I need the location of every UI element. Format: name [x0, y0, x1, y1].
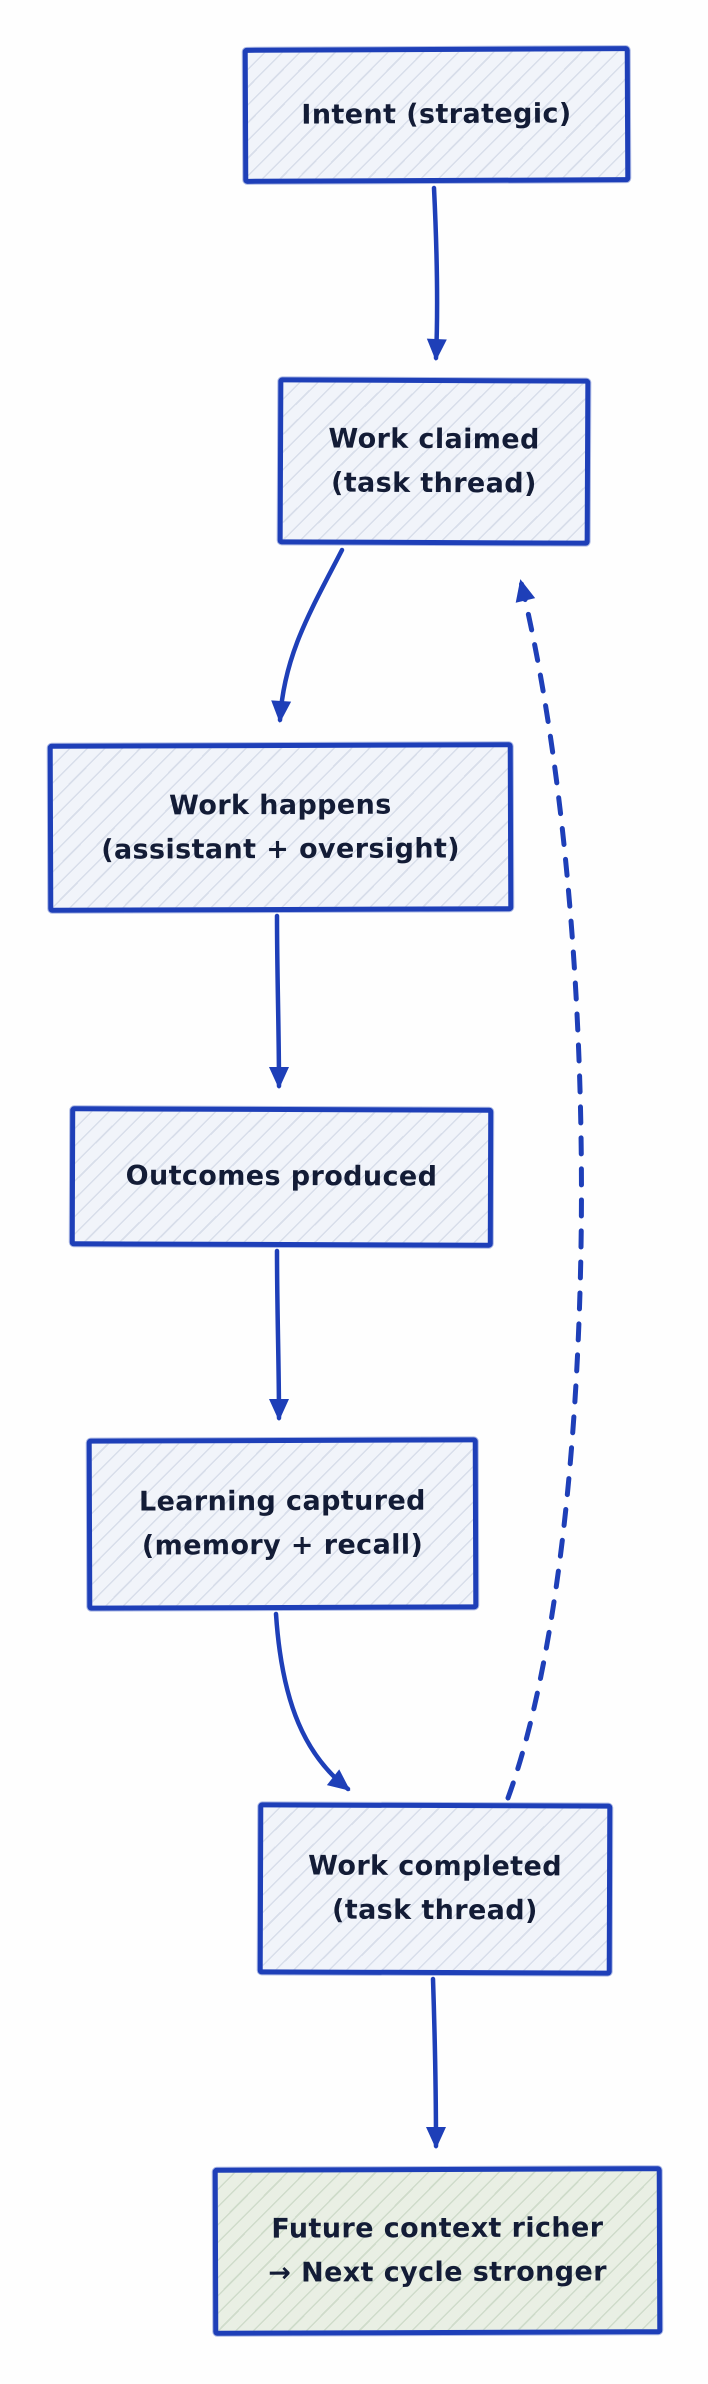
arrow-completed-to-future [425, 1976, 446, 2149]
arrow-intent-to-claimed [426, 185, 447, 361]
arrow-happens-to-outcomes [268, 913, 289, 1089]
node-learning: Learning captured (memory + recall) [86, 1437, 479, 1611]
node-future-context: Future context richer → Next cycle stron… [212, 2166, 663, 2336]
node-intent: Intent (strategic) [242, 46, 631, 184]
arrow-claimed-to-happens [271, 547, 345, 723]
node-work-completed-label: Work completed (task thread) [308, 1850, 563, 1927]
node-work-happens: Work happens (assistant + oversight) [47, 742, 514, 913]
node-intent-label: Intent (strategic) [301, 98, 572, 131]
node-outcomes: Outcomes produced [69, 1106, 494, 1248]
arrow-learning-to-completed [273, 1611, 351, 1792]
node-future-context-label: Future context richer → Next cycle stron… [268, 2212, 607, 2289]
arrow-feedback-completed-to-claimed [505, 579, 584, 1801]
node-work-claimed-label: Work claimed (task thread) [328, 423, 540, 499]
node-work-claimed: Work claimed (task thread) [277, 377, 591, 546]
node-work-happens-label: Work happens (assistant + oversight) [101, 789, 461, 866]
node-learning-label: Learning captured (memory + recall) [138, 1485, 426, 1562]
arrow-outcomes-to-learning [268, 1248, 289, 1421]
node-outcomes-label: Outcomes produced [125, 1160, 438, 1193]
node-work-completed: Work completed (task thread) [257, 1802, 613, 1976]
